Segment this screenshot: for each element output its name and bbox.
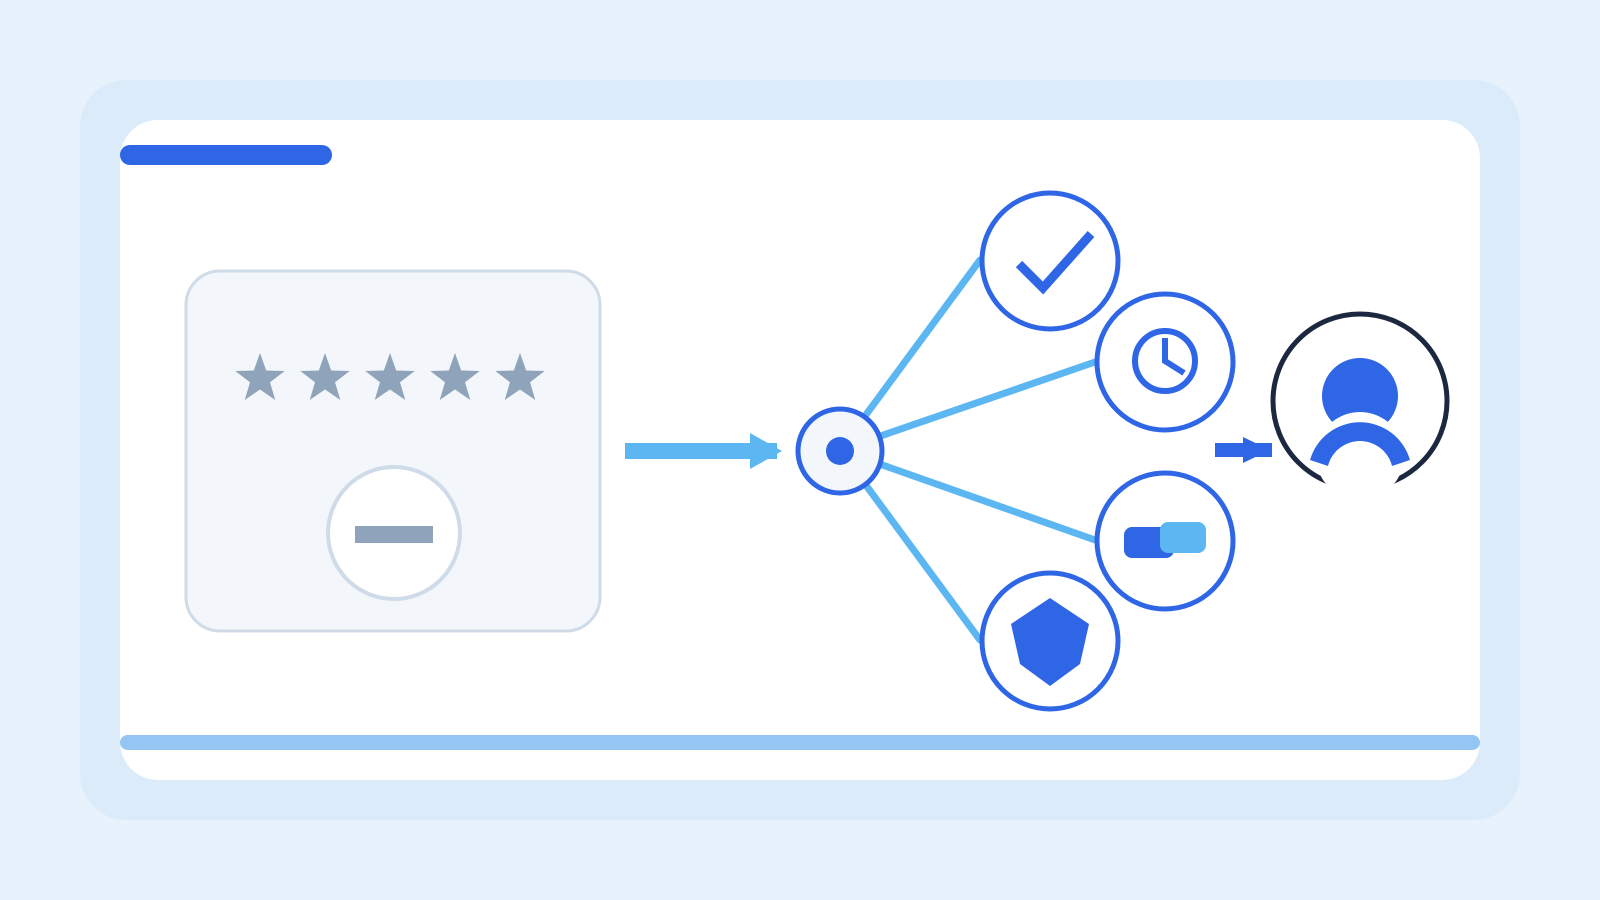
- clock-icon: [1132, 328, 1198, 394]
- branch-node-check[interactable]: [979, 190, 1121, 332]
- shield-icon: [1011, 598, 1089, 686]
- remove-button[interactable]: [326, 465, 462, 601]
- hub-node[interactable]: [795, 406, 885, 496]
- minus-icon: [355, 526, 433, 543]
- arrow-to-user: [1215, 437, 1272, 463]
- star-icon: [300, 353, 350, 400]
- hub-dot: [826, 437, 854, 465]
- user-node[interactable]: [1270, 311, 1450, 500]
- footer-bar: [120, 735, 1480, 750]
- branch-node-shield[interactable]: [979, 570, 1121, 712]
- connector-line: [836, 358, 1099, 454]
- check-icon: [1015, 231, 1095, 295]
- connector-line: [836, 446, 1099, 544]
- star-rating: [235, 353, 545, 400]
- rating-card: [184, 269, 602, 633]
- star-icon: [430, 353, 480, 400]
- branch-node-clock[interactable]: [1094, 291, 1236, 433]
- arrow-to-hub: [625, 433, 782, 469]
- star-icon: [235, 353, 285, 400]
- user-icon: [1310, 358, 1410, 500]
- star-icon: [365, 353, 415, 400]
- branch-node-toggle[interactable]: [1094, 470, 1236, 612]
- header-bar: [120, 145, 332, 165]
- star-icon: [495, 353, 545, 400]
- toggle-icon: [1124, 522, 1206, 558]
